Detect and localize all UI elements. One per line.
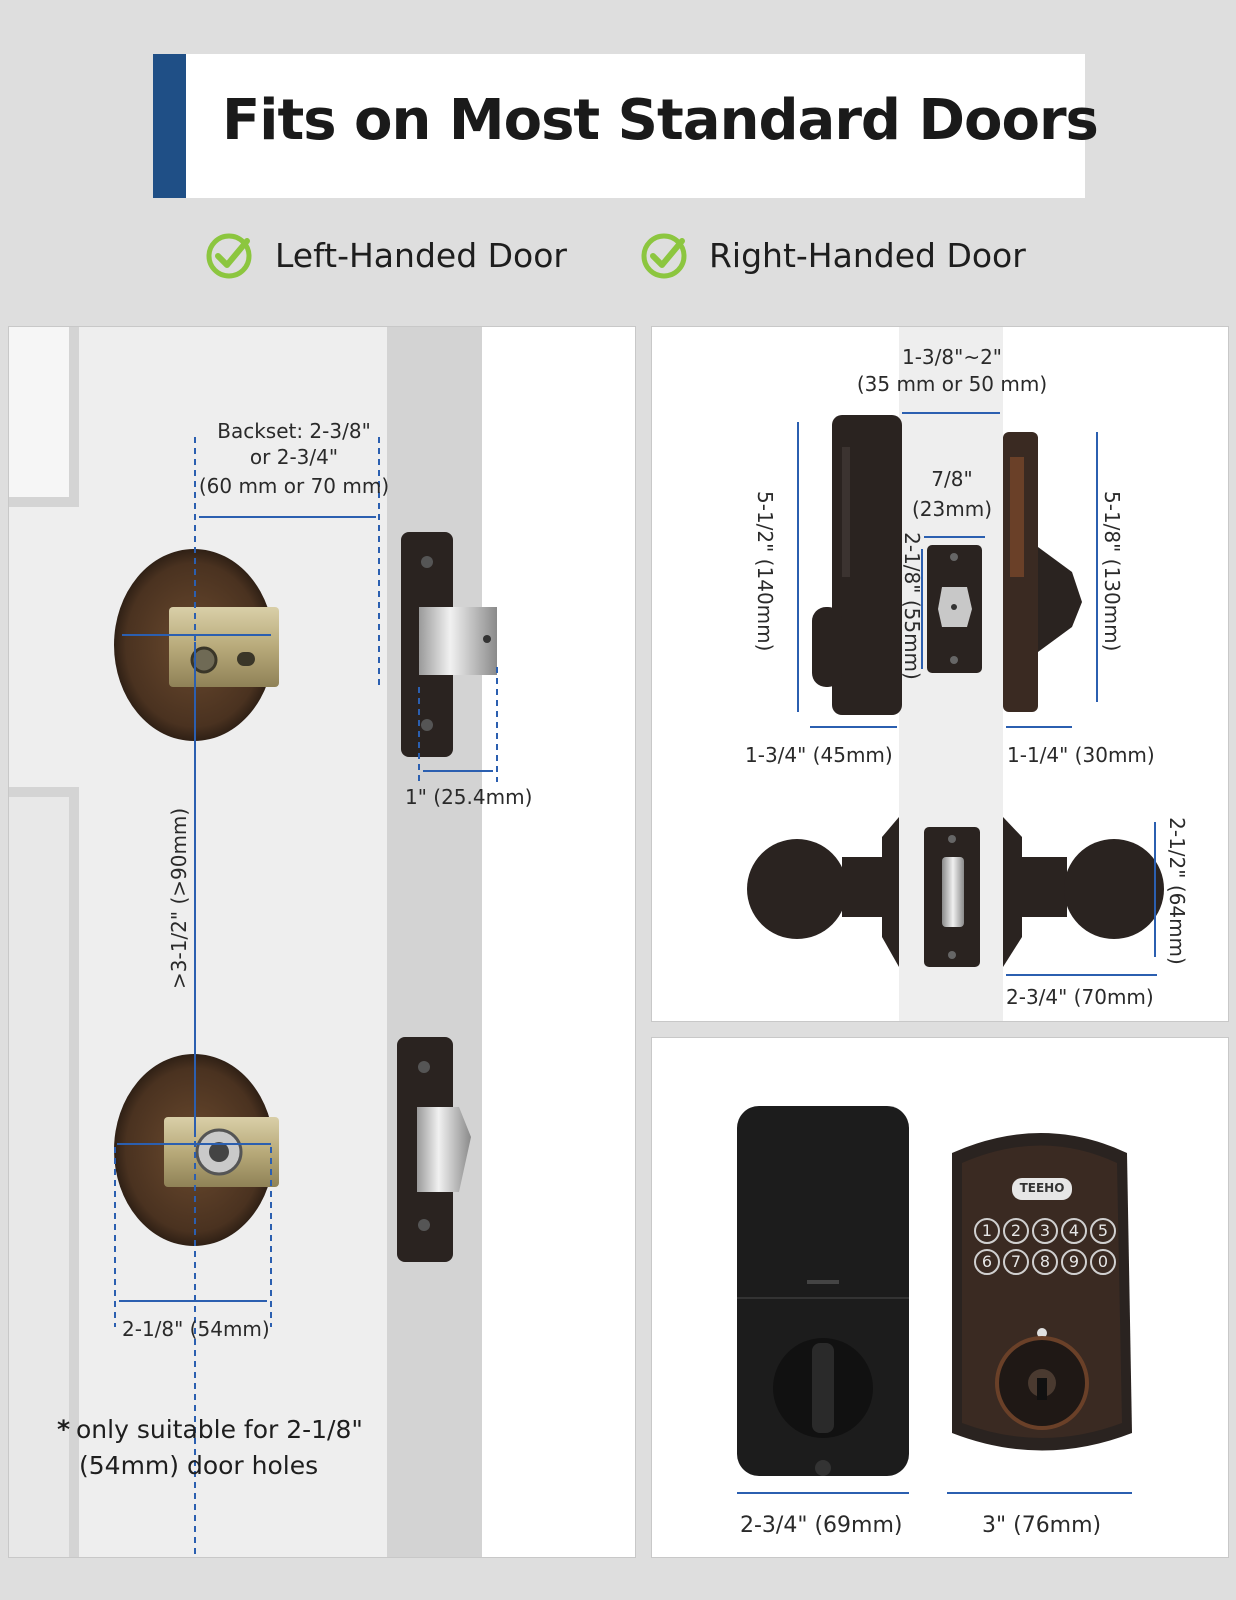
door-thickness-line2: (35 mm or 50 mm) [856, 372, 1048, 396]
knob-depth-label: 2-3/4" (70mm) [1006, 985, 1154, 1009]
feature-right-handed: Right-Handed Door [709, 236, 1026, 275]
check-circle-icon [206, 233, 252, 279]
keypad[interactable]: 1 2 3 4 5 6 7 8 9 0 [974, 1218, 1116, 1275]
key-5[interactable]: 5 [1090, 1218, 1116, 1244]
key-9[interactable]: 9 [1061, 1249, 1087, 1275]
interior-width-label: 2-3/4" (69mm) [740, 1513, 903, 1538]
key-2[interactable]: 2 [1003, 1218, 1029, 1244]
door-prep-panel: Backset: 2-3/8" or 2-3/4" (60 mm or 70 m… [8, 326, 636, 1558]
door-illustration [9, 327, 635, 1557]
brand-logo: TEEHO [1019, 1181, 1065, 1195]
note-line2: (54mm) door holes [79, 1451, 319, 1480]
knob-height-label: 2-1/2" (64mm) [1165, 817, 1189, 965]
backset-label-line2: or 2-3/4" [249, 445, 339, 469]
interior-depth-label: 1-3/4" (45mm) [745, 743, 893, 767]
title-accent-bar [153, 54, 186, 198]
page-title: Fits on Most Standard Doors [222, 88, 1099, 153]
plate-width-line2: (23mm) [911, 497, 993, 521]
backset-label-line1: Backset: 2-3/8" [217, 419, 371, 443]
key-8[interactable]: 8 [1032, 1249, 1058, 1275]
exterior-depth-label: 1-1/4" (30mm) [1007, 743, 1155, 767]
backset-label-line3: (60 mm or 70 mm) [198, 474, 390, 498]
lock-side-view [747, 327, 1164, 1021]
exterior-height-label: 5-1/8" (130mm) [1100, 491, 1124, 652]
latch-depth-label: 1" (25.4mm) [405, 785, 533, 809]
check-circle-icon [641, 233, 687, 279]
interior-height-label: 5-1/2" (140mm) [753, 491, 777, 652]
key-6[interactable]: 6 [974, 1249, 1000, 1275]
key-3[interactable]: 3 [1032, 1218, 1058, 1244]
plate-height-label: 2-1/8" (55mm) [900, 532, 924, 680]
exterior-width-label: 3" (76mm) [982, 1513, 1102, 1538]
hole-spacing-label: >3-1/2" (>90mm) [167, 807, 191, 989]
title-banner [153, 54, 1085, 198]
key-7[interactable]: 7 [1003, 1249, 1029, 1275]
key-0[interactable]: 0 [1090, 1249, 1116, 1275]
note-asterisk: * [57, 1415, 71, 1444]
lock-front-panel: TEEHO 1 2 3 4 5 6 7 8 9 0 2-3/4" (69mm) … [651, 1037, 1229, 1558]
feature-left-handed: Left-Handed Door [275, 236, 567, 275]
door-thickness-line1: 1-3/8"~2" [901, 345, 1002, 369]
key-4[interactable]: 4 [1061, 1218, 1087, 1244]
key-1[interactable]: 1 [974, 1218, 1000, 1244]
lock-dimensions-panel: 1-3/8"~2" (35 mm or 50 mm) 7/8" (23mm) 2… [651, 326, 1229, 1022]
lock-front-view [737, 1106, 1132, 1494]
note-line1: only suitable for 2-1/8" [76, 1415, 363, 1444]
plate-width-line1: 7/8" [931, 467, 973, 491]
hole-diameter-label: 2-1/8" (54mm) [122, 1317, 270, 1341]
